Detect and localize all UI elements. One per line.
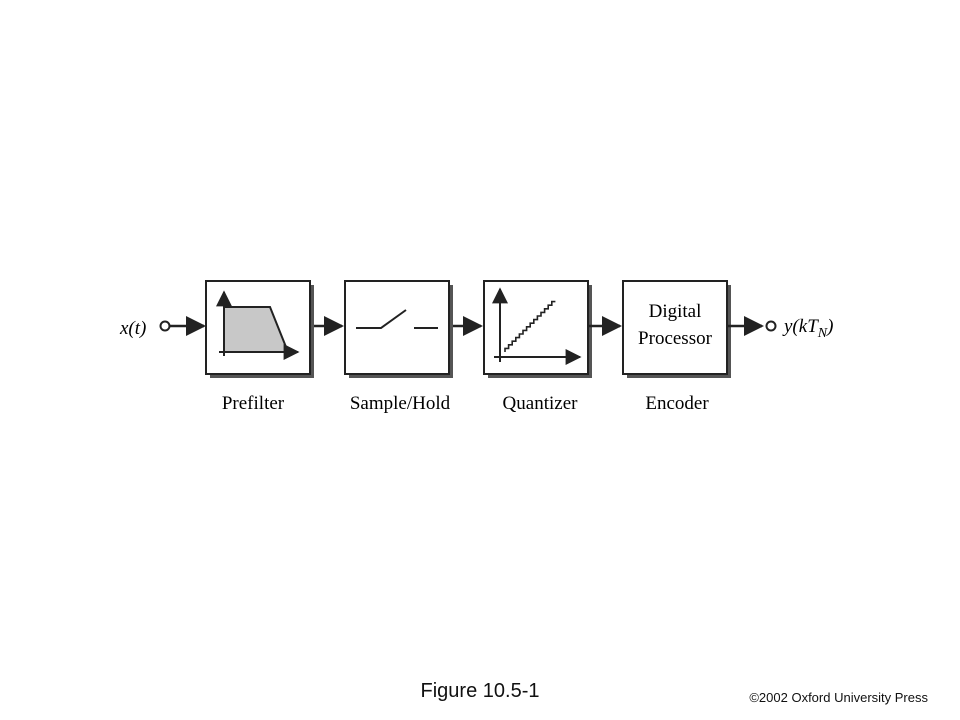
processor-label: Processor [638,328,713,349]
output-terminal [765,320,777,332]
input-terminal [159,320,171,332]
sample-hold-label: Sample/Hold [350,393,451,414]
prefilter-block [205,280,314,378]
encoder-block: Digital Processor [622,280,731,378]
digital-label: Digital [649,301,702,322]
encoder-label: Encoder [645,393,709,414]
prefilter-label: Prefilter [222,393,285,414]
quantizer-label: Quantizer [503,393,579,414]
copyright-notice: ©2002 Oxford University Press [749,690,928,705]
output-label: y(kTN) [782,316,833,341]
quantizer-block [483,280,592,378]
input-label: x(t) [119,318,146,339]
sample-hold-block [344,280,453,378]
figure-caption: Figure 10.5-1 [420,680,540,702]
